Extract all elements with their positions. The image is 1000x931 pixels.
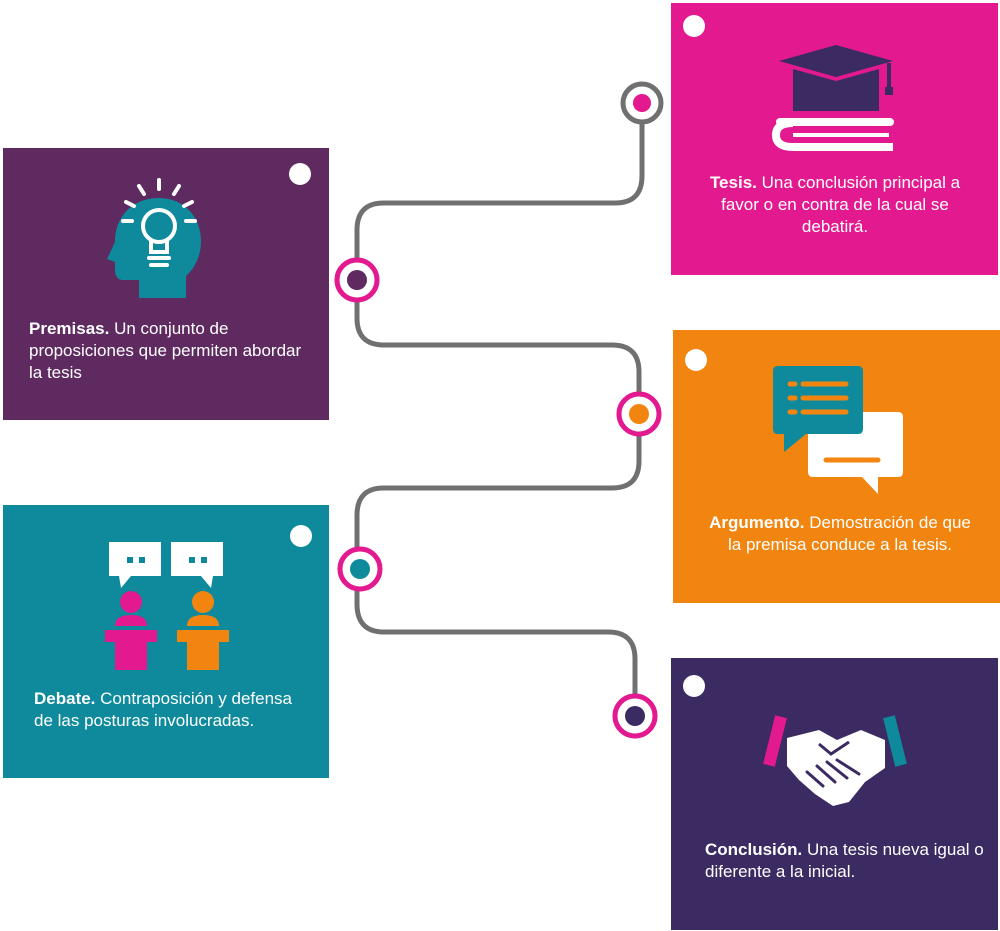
card-premisas: Premisas. Un conjunto de proposiciones q… [3,148,329,420]
speech-bubbles-icon [773,366,903,494]
connector-line [354,121,645,698]
card-dot [683,675,705,697]
card-dot [683,15,705,37]
card-term: Tesis. [709,173,757,192]
card-tesis: Tesis. Una conclusión principal a favor … [671,3,998,275]
card-term: Argumento. [709,513,805,532]
node-tesis [620,81,664,125]
node-debate [337,546,383,592]
card-term: Conclusión. [705,840,803,859]
graduation-cap-book-icon [771,45,894,151]
card-term: Debate. [34,689,96,708]
card-argumento: Argumento. Demostración de que la premis… [673,330,1000,603]
card-term: Premisas. [29,319,110,338]
card-description: Una conclusión principal a favor o en co… [721,173,961,236]
node-premisas [334,257,380,303]
card-description: Un conjunto de proposiciones que permite… [29,319,302,382]
card-dot [290,525,312,547]
handshake-icon [763,715,907,806]
head-lightbulb-icon [107,178,201,298]
card-dot [685,349,707,371]
card-text: Debate. Contraposición y defensa de las … [34,688,304,732]
card-dot [289,163,311,185]
card-text: Tesis. Una conclusión principal a favor … [695,172,975,238]
card-description: Una tesis nueva igual o diferente a la i… [705,840,984,881]
card-description: Contraposición y defensa de las posturas… [34,689,292,730]
card-text: Premisas. Un conjunto de proposiciones q… [29,318,319,384]
card-text: Argumento. Demostración de que la premis… [701,512,979,556]
node-conclusion [612,693,658,739]
card-description: Demostración de que la premisa conduce a… [728,513,971,554]
card-text: Conclusión. Una tesis nueva igual o dife… [705,839,985,883]
debate-podiums-icon [105,542,229,670]
card-debate: Debate. Contraposición y defensa de las … [3,505,329,778]
card-conclusion: Conclusión. Una tesis nueva igual o dife… [671,658,998,930]
node-argumento [616,391,662,437]
